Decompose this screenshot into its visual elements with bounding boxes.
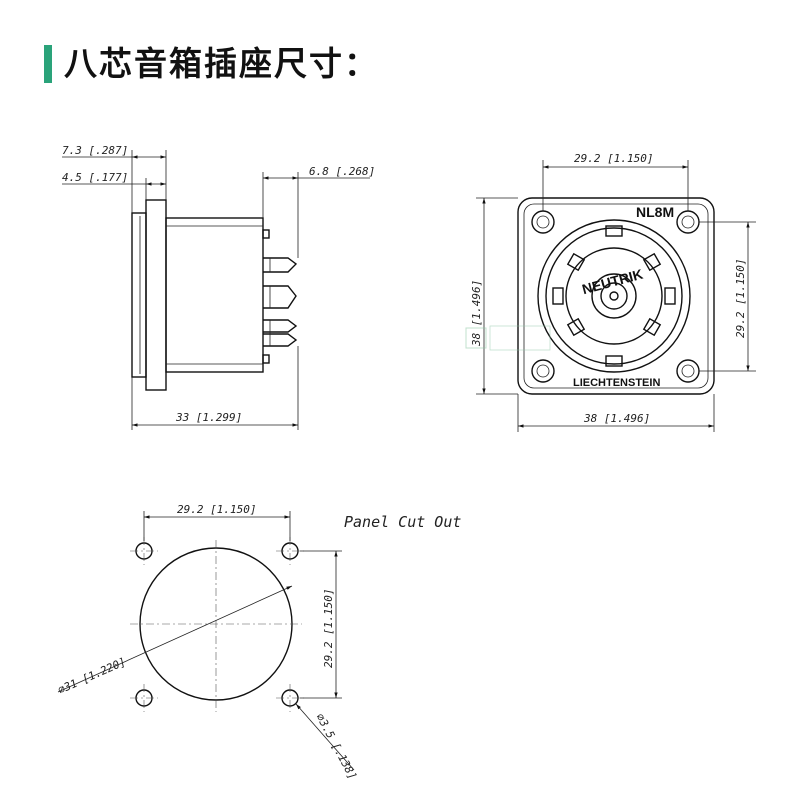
page-title: 八芯音箱插座尺寸： — [64, 44, 379, 83]
cutout-holes — [130, 537, 304, 712]
panel-cutout-title: Panel Cut Out — [344, 513, 461, 531]
watermark-logo — [465, 325, 551, 351]
side-dim-6-8: 6.8 [.268] — [309, 165, 375, 178]
side-dim-7-3: 7.3 [.287] — [62, 144, 128, 157]
cutout-dim-top: 29.2 [1.150] — [177, 503, 256, 516]
side-contacts — [263, 257, 298, 347]
front-view: NL8M NEUTRIK LIECHTENSTEIN 29.2 [1.150] … — [470, 152, 756, 432]
front-flange — [517, 197, 715, 395]
front-dim-left: 38 [1.496] — [470, 280, 483, 347]
front-dim-right: 29.2 [1.150] — [734, 259, 747, 338]
side-view: 7.3 [.287] 4.5 [.177] 6.8 [.268] 33 [1.2… — [62, 144, 375, 430]
cutout-dim-right: 29.2 [1.150] — [322, 589, 335, 668]
front-outer-ring — [537, 219, 691, 373]
side-body — [165, 217, 264, 373]
front-dim-bottom: 38 [1.496] — [583, 412, 650, 425]
front-model-label: NL8M — [636, 204, 674, 220]
side-dim-4-5: 4.5 [.177] — [62, 171, 128, 184]
side-dim-33: 33 [1.299] — [175, 411, 242, 424]
panel-cutout: Panel Cut Out 29.2 [1.150] 29.2 [1.150] … — [56, 503, 461, 782]
side-flange — [145, 199, 167, 391]
front-dim-top: 29.2 [1.150] — [574, 152, 653, 165]
cutout-dim-hole: ⌀3.5 [.138] — [313, 711, 359, 781]
cutout-dim-diameter: ⌀31 [1.220] — [56, 655, 128, 697]
side-front-lip — [131, 212, 147, 378]
front-country-label: LIECHTENSTEIN — [573, 377, 660, 389]
title-accent-bar — [44, 45, 52, 83]
